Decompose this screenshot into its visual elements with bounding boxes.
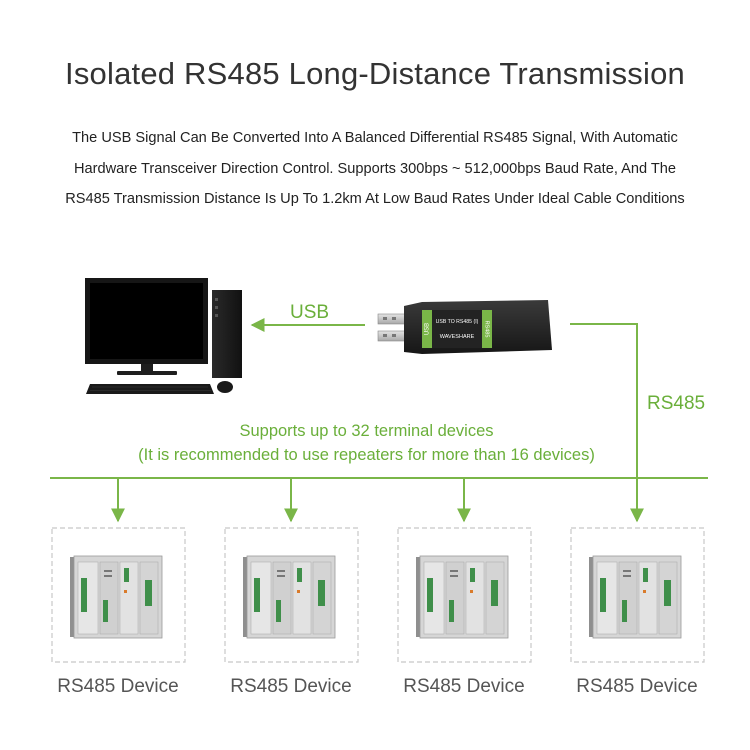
device-label: RS485 Device [576, 676, 698, 697]
usb-rs485-adapter-icon: USB RS485 USB TO RS485 (I) WAVESHARE [377, 300, 552, 354]
subtitle-line-3: RS485 Transmission Distance Is Up To 1.2… [65, 191, 685, 207]
rs485-device-box [570, 527, 705, 663]
rs485-arrow [570, 323, 644, 523]
device-label: RS485 Device [57, 676, 179, 697]
devices-layer [51, 527, 705, 663]
usb-label: USB [290, 302, 330, 323]
rs485-device-box [51, 527, 186, 663]
industrial-module-icon [416, 555, 509, 639]
adapter-brand-text: WAVESHARE [440, 334, 475, 340]
rs485-device-box [224, 527, 359, 663]
adapter-usb-tag: USB [425, 323, 431, 335]
adapter-rs485-tag: RS485 [484, 321, 490, 338]
subtitle-line-1: The USB Signal Can Be Converted Into A B… [72, 130, 678, 146]
page-title: Isolated RS485 Long-Distance Transmissio… [65, 56, 685, 91]
bus-repeater-note: (It is recommended to use repeaters for … [138, 446, 595, 464]
connection-lines [50, 318, 708, 523]
device-label: RS485 Device [230, 676, 352, 697]
rs485-label: RS485 [647, 393, 706, 414]
bus-capacity-text: Supports up to 32 terminal devices [239, 422, 494, 440]
adapter-model-text: USB TO RS485 (I) [436, 319, 479, 325]
desktop-computer-icon [85, 278, 242, 394]
device-label: RS485 Device [403, 676, 525, 697]
industrial-module-icon [589, 555, 682, 639]
industrial-module-icon [243, 555, 336, 639]
rs485-device-box [397, 527, 532, 663]
subtitle-line-2: Hardware Transceiver Direction Control. … [73, 161, 677, 177]
industrial-module-icon [70, 555, 163, 639]
